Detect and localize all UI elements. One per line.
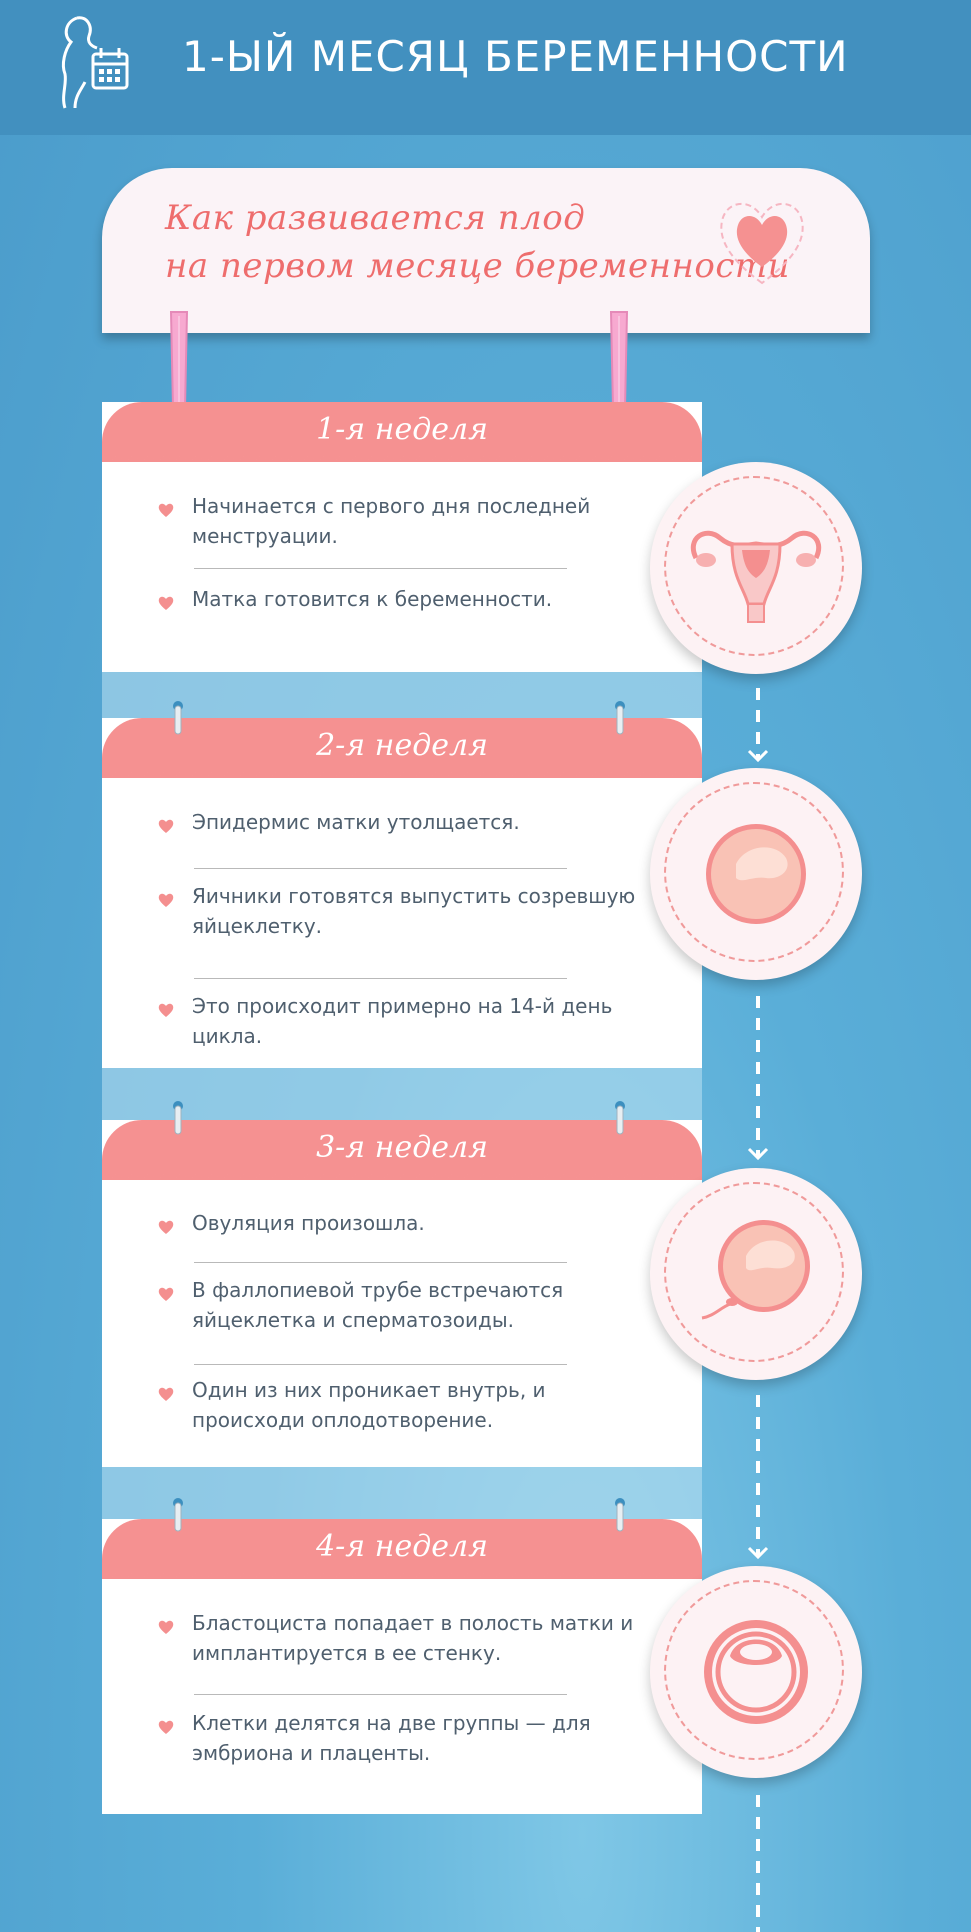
week-title: 3-я неделя [316,1130,488,1165]
circle-dashed-border [664,782,844,962]
binder-ring [173,1498,183,1532]
week-card-1: 1-я неделя Начинается с первого дня посл… [102,402,702,672]
heart-bullet-icon [158,503,174,517]
week-card-header: 1-я неделя [102,402,702,462]
gap-strip [102,1068,702,1120]
connector-line [756,688,760,760]
heart-bullet-icon [158,893,174,907]
circle-dashed-border [664,476,844,656]
week-item: Бластоциста попадает в полость матки и и… [192,1611,634,1665]
divider [194,868,567,869]
connector-line [756,996,760,1156]
connector-line [756,1395,760,1555]
week-card-header: 2-я неделя [102,718,702,778]
week-item: Эпидермис матки утолщается. [192,810,520,834]
header-bar: 1-ЫЙ МЕСЯЦ БЕРЕМЕННОСТИ [0,0,971,135]
banner-title-line-1: Как развивается плод [165,198,586,238]
week-item: Яичники готовятся выпустить созревшую яй… [192,884,636,938]
gap-strip [102,672,702,720]
egg-cell-icon [706,824,806,924]
binder-ring [615,1498,625,1532]
week-title: 1-я неделя [316,412,488,447]
illustration-circle-2 [650,768,862,980]
week-card-2: 2-я неделя Эпидермис матки утолщается. Я… [102,718,702,1068]
binder-ring [173,1101,183,1135]
binder-ring [173,701,183,735]
week-item: Начинается с первого дня последней менст… [192,494,591,548]
divider [194,1694,567,1695]
binder-ring [615,1101,625,1135]
week-card-3: 3-я неделя Овуляция произошла. В фаллопи… [102,1120,702,1467]
circle-dashed-border [664,1580,844,1760]
week-card-header: 4-я неделя [102,1519,702,1579]
heart-bullet-icon [158,1387,174,1401]
card-scallop [102,1571,702,1585]
heart-bullet-icon [158,1620,174,1634]
divider [194,1262,567,1263]
week-item: В фаллопиевой трубе встречаются яйцеклет… [192,1278,564,1332]
week-title: 4-я неделя [316,1529,488,1564]
illustration-circle-3 [650,1168,862,1380]
chevron-down-icon [747,749,769,763]
fertilization-icon [701,1220,810,1320]
card-scallop [102,454,702,468]
intro-banner [102,168,870,333]
heart-bullet-icon [158,1220,174,1234]
heart-bullet-icon [158,596,174,610]
week-item: Это происходит примерно на 14-й день цик… [192,994,613,1048]
card-scallop [102,1172,702,1186]
circle-dashed-border [664,1182,844,1362]
week-card-4: 4-я неделя Бластоциста попадает в полост… [102,1519,702,1814]
divider [194,978,567,979]
connector-line [756,1795,760,1932]
week-item: Один из них проникает внутрь, и происход… [192,1378,546,1432]
week-item: Овуляция произошла. [192,1211,425,1235]
heart-icon [712,185,812,299]
illustration-circle-4 [650,1566,862,1778]
binder-ring [615,701,625,735]
uterus-icon [690,530,822,623]
week-card-header: 3-я неделя [102,1120,702,1180]
gap-strip [102,1467,702,1519]
blastocyst-icon [704,1620,808,1724]
page-title: 1-ЫЙ МЕСЯЦ БЕРЕМЕННОСТИ [182,32,849,81]
banner-title-line-2: на первом месяце беременности [165,246,791,286]
pregnancy-calendar-icon [55,12,135,116]
heart-bullet-icon [158,1287,174,1301]
chevron-down-icon [747,1147,769,1161]
week-item: Клетки делятся на две группы — для эмбри… [192,1711,591,1765]
chevron-down-icon [747,1546,769,1560]
heart-bullet-icon [158,1003,174,1017]
divider [194,1364,567,1365]
week-item: Матка готовится к беременности. [192,587,553,611]
illustration-circle-1 [650,462,862,674]
heart-bullet-icon [158,819,174,833]
card-scallop [102,770,702,784]
week-title: 2-я неделя [316,728,488,763]
heart-bullet-icon [158,1720,174,1734]
divider [194,568,567,569]
